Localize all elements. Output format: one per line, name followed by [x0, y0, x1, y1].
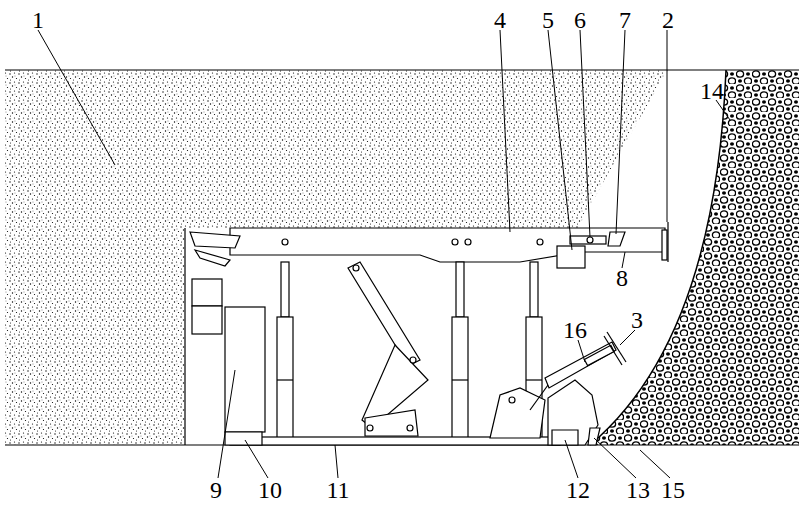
- callout-number: 16: [562, 318, 588, 342]
- callout-number: 1: [31, 8, 45, 32]
- callout-number: 10: [257, 478, 283, 502]
- callout-number: 15: [660, 478, 686, 502]
- callout-number: 11: [325, 478, 350, 502]
- callout-number: 12: [565, 478, 591, 502]
- callout-number: 9: [209, 478, 223, 502]
- callout-number: 6: [573, 8, 587, 32]
- callout-number: 8: [615, 266, 629, 290]
- callout-number: 3: [630, 308, 644, 332]
- callout-number: 13: [625, 478, 651, 502]
- callout-number: 4: [493, 8, 507, 32]
- callout-number: 7: [618, 8, 632, 32]
- callout-number: 14: [699, 79, 725, 103]
- callout-number: 5: [541, 8, 555, 32]
- callout-number: 2: [661, 8, 675, 32]
